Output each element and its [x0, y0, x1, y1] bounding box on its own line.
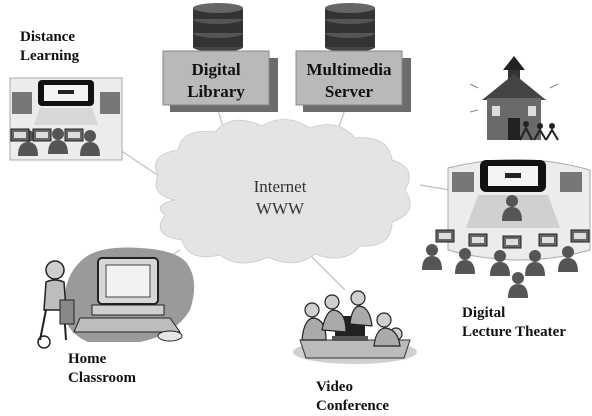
- database-icon: [325, 3, 375, 52]
- video-conference-label: Video Conference: [316, 378, 389, 416]
- digital-library-label-2: Library: [187, 82, 245, 101]
- lecture-theater-line-2: Lecture Theater: [462, 324, 566, 340]
- distance-learning-label: Distance Learning: [20, 28, 79, 66]
- multimedia-server-label-1: Multimedia: [307, 60, 392, 79]
- digital-library-box: Digital Library: [162, 3, 278, 112]
- video-conference-icon: [293, 290, 417, 364]
- internet-cloud: Internet WWW: [155, 119, 411, 264]
- internet-label: Internet: [254, 177, 307, 196]
- multimedia-server-label-2: Server: [325, 82, 374, 101]
- lecture-theater-icon: [422, 158, 591, 298]
- video-conference-line-1: Video: [316, 379, 353, 395]
- database-icon: [193, 3, 243, 52]
- digital-library-label-1: Digital: [191, 60, 240, 79]
- video-conference-line-2: Conference: [316, 398, 390, 414]
- distance-learning-room-icon: [9, 77, 123, 161]
- distance-learning-line-2: Learning: [20, 48, 80, 64]
- home-classroom-label: Home Classroom: [68, 350, 136, 388]
- www-label: WWW: [256, 199, 305, 218]
- distance-learning-line-1: Distance: [20, 29, 75, 45]
- home-classroom-line-2: Classroom: [68, 370, 137, 386]
- home-classroom-line-1: Home: [68, 351, 107, 367]
- multimedia-server-box: Multimedia Server: [295, 3, 411, 112]
- home-classroom-icon: [37, 247, 195, 349]
- schoolhouse-icon: [469, 56, 559, 141]
- lecture-theater-line-1: Digital: [462, 305, 506, 321]
- lecture-theater-label: Digital Lecture Theater: [462, 304, 566, 342]
